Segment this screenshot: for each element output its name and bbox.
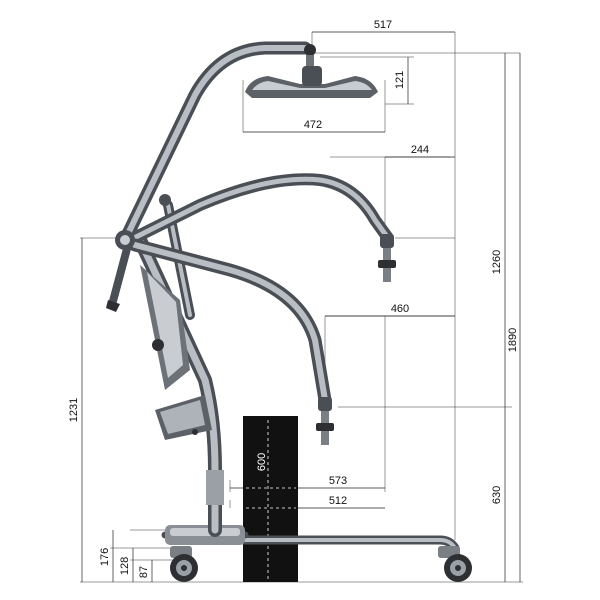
dim-hanger-height: 121 — [394, 71, 406, 89]
dim-leg-height: 176 — [99, 548, 111, 566]
mast — [133, 233, 224, 537]
rear-wheel — [170, 546, 198, 582]
dim-lower-lift-height: 630 — [491, 486, 503, 504]
dimension-lines — [81, 31, 521, 582]
dim-leg-length-inner: 512 — [329, 495, 347, 507]
dim-base-clearance-width: 600 — [256, 453, 268, 471]
dim-total-height: 1890 — [507, 328, 519, 352]
handle — [106, 241, 132, 312]
dim-leg-length-outer: 573 — [329, 475, 347, 487]
lower-boom — [128, 238, 334, 445]
dim-upper-lift-height: 1260 — [491, 250, 503, 274]
dim-pivot-height: 1231 — [68, 398, 80, 422]
dim-upper-boom-reach: 244 — [411, 144, 429, 156]
extension-lines — [80, 32, 523, 583]
pivot-joints — [115, 194, 171, 250]
motor-housing — [155, 395, 212, 440]
chair-block — [243, 416, 298, 582]
dim-hanger-width: 472 — [304, 119, 322, 131]
front-wheel — [438, 546, 472, 582]
dim-hanger-reach: 517 — [374, 19, 392, 31]
hanger-bar — [245, 66, 378, 98]
dim-lower-boom-reach: 460 — [391, 303, 409, 315]
dimension-labels: 517 121 472 244 460 1260 1890 630 1231 6… — [68, 19, 519, 578]
upper-boom — [118, 41, 316, 247]
dim-leg-top-height: 128 — [119, 557, 131, 575]
dim-wheel-height: 87 — [138, 566, 150, 578]
middle-boom — [124, 173, 396, 282]
